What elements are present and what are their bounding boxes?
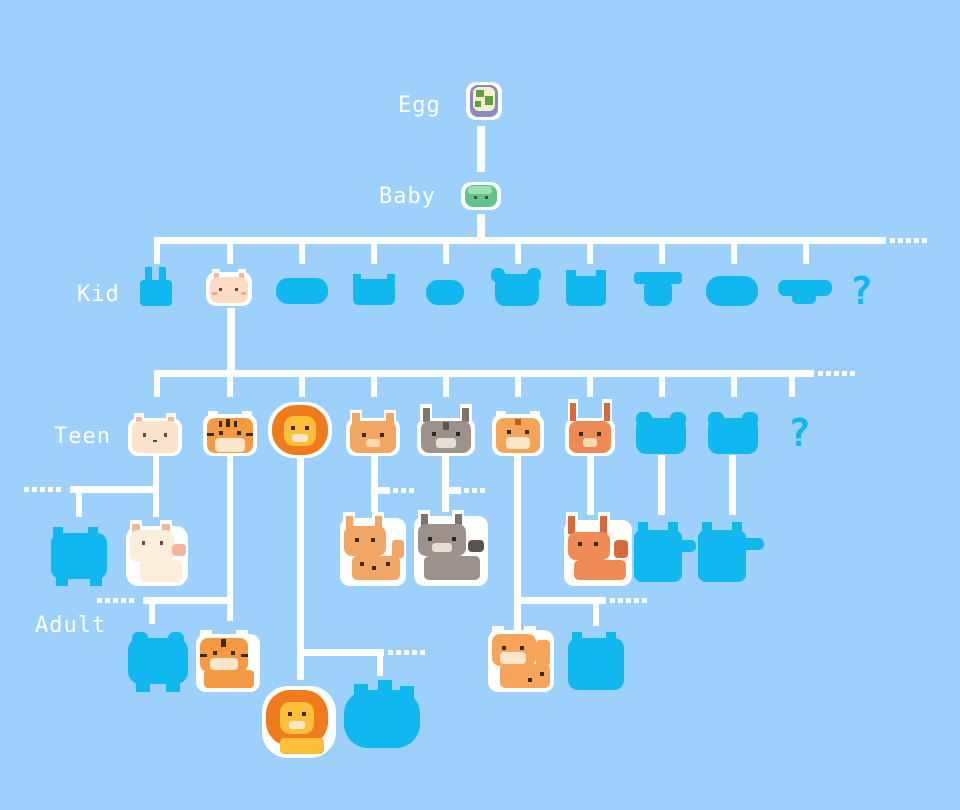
stage-label-baby: Baby: [379, 184, 436, 209]
locked-kid-bear-icon: [491, 268, 541, 306]
adult-gray-tabby[interactable]: [414, 510, 488, 586]
stage-label-egg: Egg: [398, 93, 441, 118]
locked-adult-panther-icon: [634, 522, 696, 582]
teen-lion-cub[interactable]: [268, 402, 332, 458]
teen-tiger-kitten[interactable]: [492, 411, 544, 456]
teen-tiger-cub[interactable]: [203, 411, 257, 456]
tree-lines: [24, 126, 927, 680]
stage-label-kid: Kid: [77, 282, 120, 307]
adult-cheetah[interactable]: [488, 626, 554, 692]
locked-kid-bat-icon: [634, 272, 682, 306]
unknown-kid-icon[interactable]: ?: [850, 269, 873, 313]
adult-lion[interactable]: [262, 686, 336, 758]
stage-label-teen: Teen: [54, 424, 111, 449]
locked-adult-cat-icon: [51, 527, 107, 586]
locked-kid-slime-icon: [426, 280, 464, 305]
adult-caracal[interactable]: [564, 512, 632, 586]
teen-gray-tabby[interactable]: [417, 404, 475, 456]
locked-teen-bear-icon: [636, 412, 686, 454]
locked-kid-bird-icon: [706, 276, 758, 306]
locked-kid-fox-icon: [566, 270, 606, 306]
stage-label-adult: Adult: [35, 613, 107, 638]
locked-adult-panther-2-icon: [698, 522, 764, 582]
teen-caracal[interactable]: [565, 399, 615, 456]
locked-kid-cat-icon: [353, 274, 395, 305]
locked-kid-blob-icon: [276, 278, 328, 304]
locked-adult-bear-icon: [128, 632, 188, 692]
kid-cream-kitten[interactable]: [206, 269, 252, 306]
locked-kid-bunny-icon: [140, 267, 172, 306]
adult-serval[interactable]: [340, 512, 406, 586]
locked-adult-hedgehog-icon: [344, 680, 420, 748]
egg-creature[interactable]: [466, 82, 502, 120]
baby-creature[interactable]: [461, 182, 501, 210]
locked-kid-fish-icon: [778, 280, 832, 304]
adult-tiger[interactable]: [196, 630, 260, 692]
unknown-teen-icon[interactable]: ?: [788, 411, 811, 455]
teen-orange-cat[interactable]: [346, 410, 400, 456]
adult-cream-cat[interactable]: [126, 520, 188, 586]
teen-cream-cat[interactable]: [128, 413, 182, 456]
locked-teen-bear-2-icon: [708, 412, 758, 454]
locked-adult-cougar-icon: [568, 632, 624, 690]
